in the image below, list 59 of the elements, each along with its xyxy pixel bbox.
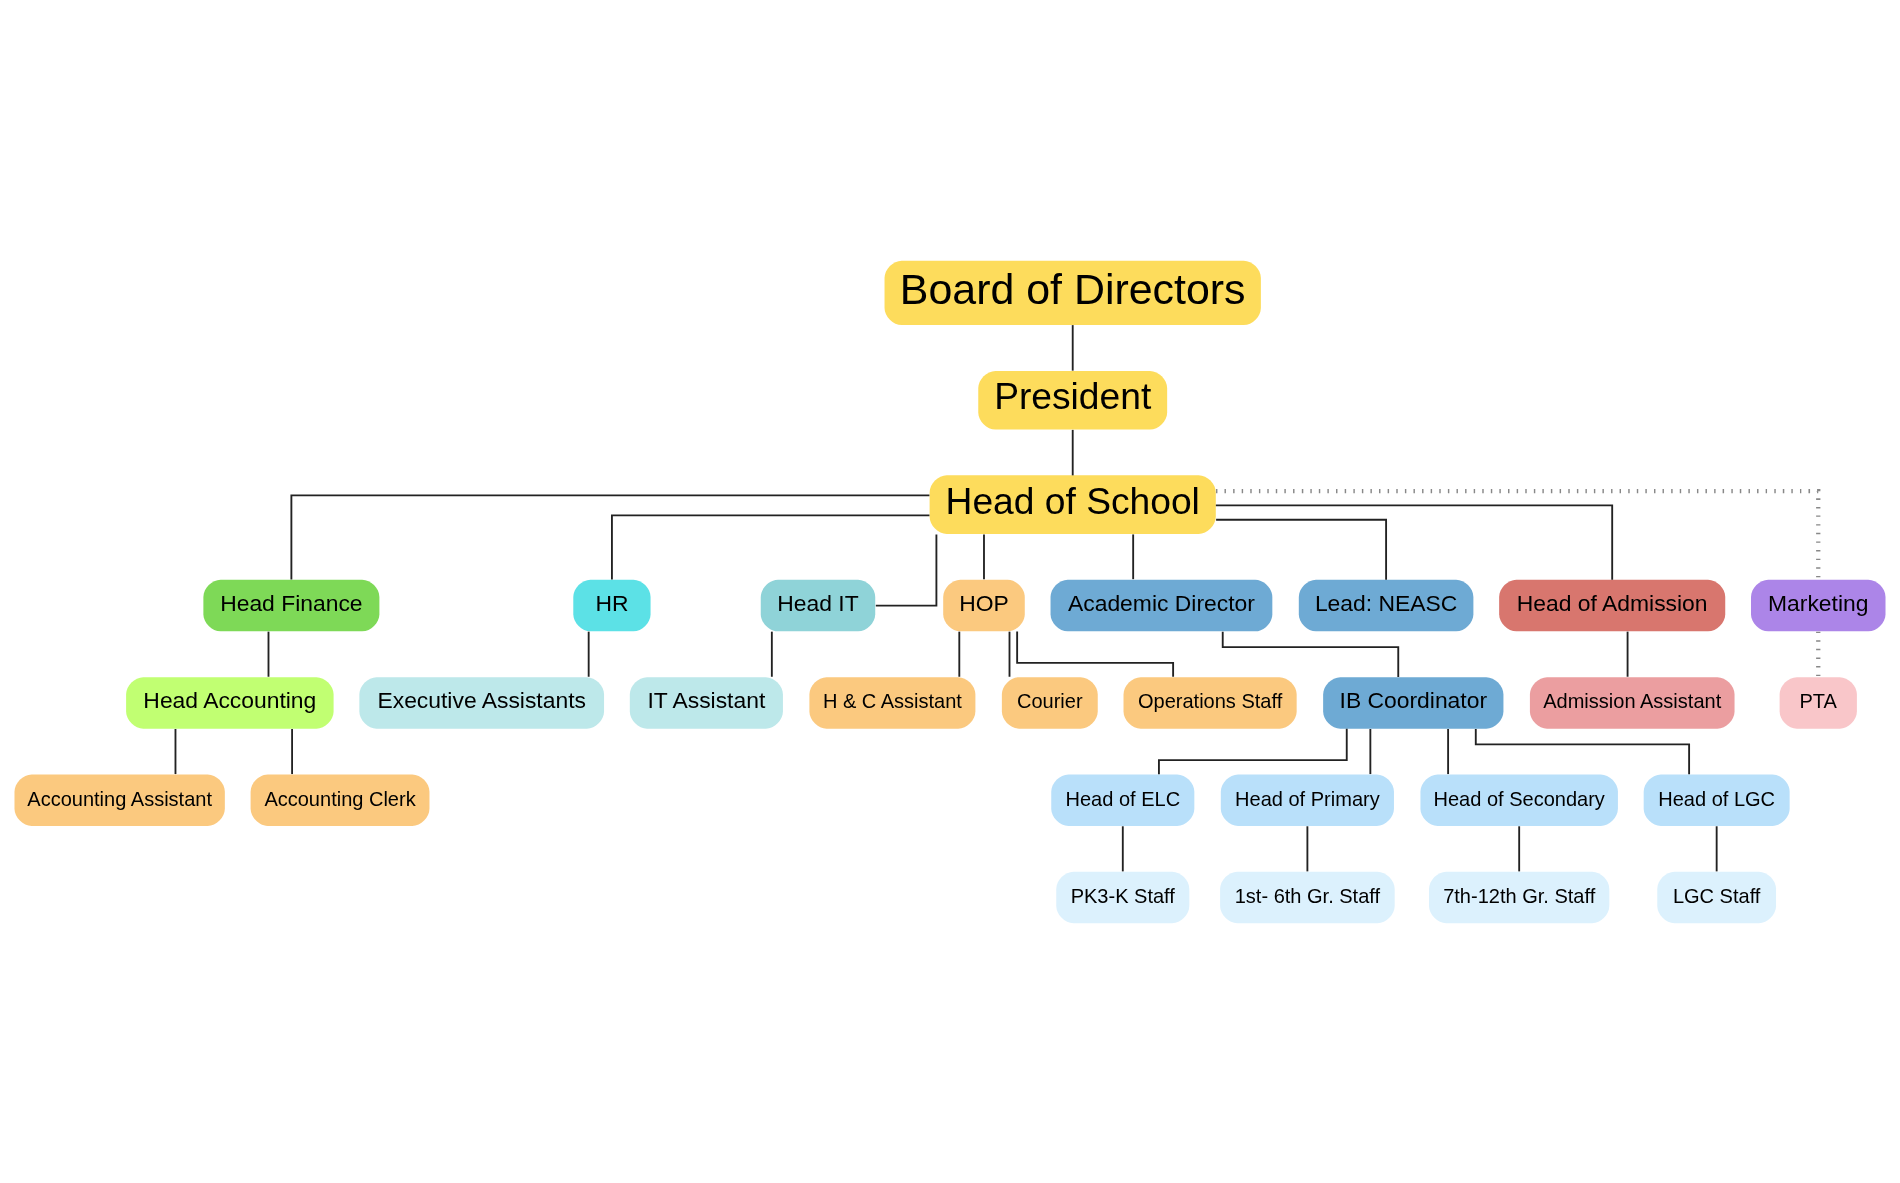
node-box: Head of Secondary (1420, 773, 1618, 826)
node-box: Head of Primary (1220, 773, 1394, 826)
connector (291, 727, 294, 775)
connector (1518, 824, 1521, 872)
connector (267, 630, 270, 678)
connector (1215, 518, 1388, 581)
node-box: 7th-12th Gr. Staff (1429, 871, 1610, 923)
node-box: Head of LGC (1643, 773, 1790, 826)
connector (1016, 630, 1175, 678)
node-box: HR (573, 579, 651, 631)
connector (1071, 428, 1074, 476)
connector (1447, 727, 1450, 775)
connector (1816, 631, 1821, 677)
connector (174, 727, 177, 775)
connector (874, 533, 938, 606)
node-box: Marketing (1751, 579, 1886, 631)
node-box: LGC Staff (1657, 871, 1777, 923)
connector (1214, 504, 1614, 581)
connector (1121, 824, 1124, 872)
connector (1715, 824, 1718, 872)
connector (1306, 824, 1309, 872)
connector (1158, 727, 1348, 775)
node-box: Accounting Clerk (250, 773, 430, 826)
node-box: Head of ELC (1051, 773, 1195, 826)
node-box: Operations Staff (1123, 676, 1297, 729)
node-box: HOP (943, 579, 1025, 631)
connector (1132, 533, 1135, 580)
node-box: Head of Admission (1499, 579, 1726, 631)
connector (587, 630, 590, 678)
node-box: PK3-K Staff (1056, 871, 1190, 923)
connector (1071, 323, 1074, 372)
node-box: Courier (1001, 676, 1098, 729)
node-box: Head Finance (203, 579, 380, 631)
connector (611, 514, 931, 580)
connector (290, 494, 931, 580)
connector (983, 533, 985, 580)
node-box: Lead: NEASC (1298, 579, 1474, 631)
connector (1369, 727, 1372, 775)
node-box: President (978, 370, 1168, 430)
node-box: Academic Director (1050, 579, 1273, 631)
connector (1221, 630, 1400, 678)
node-box: PTA (1779, 676, 1857, 729)
connector (958, 630, 961, 678)
node-box: Head of School (929, 474, 1216, 534)
node-box: Head IT (760, 579, 876, 631)
node-box: Executive Assistants (359, 676, 605, 729)
node-box: H & C Assistant (809, 676, 976, 729)
connector (1474, 727, 1691, 775)
node-box: Admission Assistant (1529, 676, 1735, 729)
node-box: IT Assistant (629, 676, 783, 729)
connector (1626, 630, 1629, 678)
node-box: 1st- 6th Gr. Staff (1220, 871, 1395, 923)
node-box: Board of Directors (884, 260, 1261, 325)
node-box: Accounting Assistant (14, 773, 225, 826)
node-box: IB Coordinator (1323, 676, 1504, 729)
connector (1008, 630, 1011, 678)
connector (770, 630, 773, 678)
connector (1216, 488, 1821, 580)
node-box: Head Accounting (126, 676, 334, 729)
